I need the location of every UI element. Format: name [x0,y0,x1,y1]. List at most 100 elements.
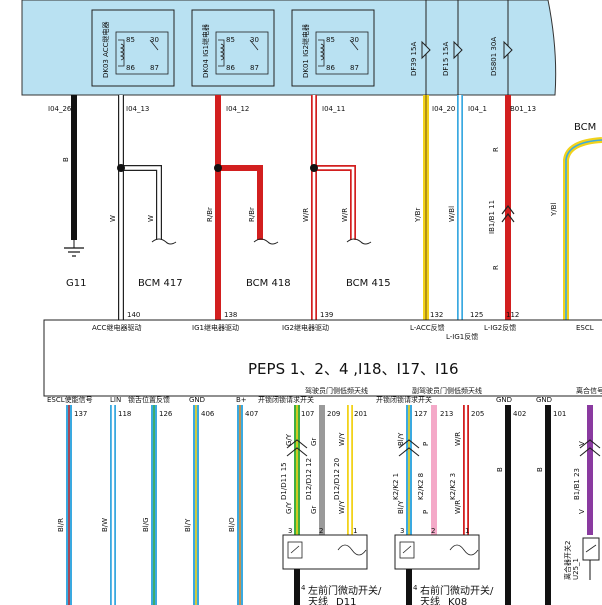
switch-pin: 4 [413,584,418,592]
pin-number: 402 [513,410,526,418]
wire-label: G/Y [285,501,293,514]
wire-code: K2/K2 8 [417,473,425,500]
wire-label: R/Br [206,207,214,222]
relay-pin: 86 [326,64,335,72]
right-door-switch: 3 2 1 4 右前门微动开关/ 天线 K08 [394,527,494,605]
bcm-label: BCM 418 [246,278,291,289]
wire-label: Bl/Y [397,500,405,514]
pin-number: 407 [245,410,258,418]
switch-label: 左前门微动开关/ [308,584,382,597]
switch-label: 天线 [420,595,440,605]
top-connector-labels: I04_26 I04_13 I04_12 I04_11 I04_20 I04_1… [48,105,536,113]
pin-label: 离合信号 [576,386,602,395]
wire-label: Bl/R [57,518,65,532]
pin-label: GND [536,396,552,404]
switch-pin: 4 [301,584,306,592]
wire-label: V [578,509,586,514]
pin-label: 开锁闭锁请求开关 [376,395,432,404]
wire-code: K2/K2 1 [392,473,400,500]
switch-pin: 1 [353,527,357,535]
wire-label: Bl/Y [397,432,405,446]
wire-label: P [422,510,430,514]
pin-number: 101 [553,410,566,418]
pin-number: 205 [471,410,484,418]
relay-pin: 30 [250,36,259,44]
pin-label: IG1继电器驱动 [192,323,239,332]
wire-label: B [496,467,504,472]
pin-label: ESCL使能信号 [47,395,93,404]
wire-label: Gr [310,438,318,446]
fuse-label: DF39 15A [410,42,418,76]
wire-label: W [109,215,117,222]
bcm-label: BCM [574,122,596,133]
pin-number: 138 [224,311,237,319]
pin-label: L-IG1反馈 [446,332,478,341]
pin-label: ACC继电器驱动 [92,323,141,332]
wire-label: W/R [454,500,462,514]
relay-label: DK01 IG2继电器 [301,24,310,78]
wire-code: B1/B1 23 [573,468,581,500]
wire-label: Bl/Y [184,518,192,532]
connector-label: I04_11 [322,105,345,113]
wire-code: D12/D12 20 [333,458,341,500]
switch-label: 天线 [308,595,328,605]
pin-number: 140 [127,311,140,319]
relay-ig1: DK04 IG1继电器 85 30 86 87 [191,9,275,87]
switch-code: U25_1 [572,558,580,580]
top-wires [64,95,602,320]
peps-bottom-labels: ESCL使能信号 LIN 锁舌位置反馈 GND B+ 开锁闭锁请求开关 驾驶员门… [47,386,602,404]
relay-ig2: DK01 IG2继电器 85 30 86 87 [291,9,375,87]
connector-label: I04_13 [126,105,149,113]
pin-number: 213 [440,410,453,418]
relay-pin: 87 [150,64,159,72]
connector-label: I04_12 [226,105,249,113]
connector-label: I04_20 [432,105,455,113]
wire-label: R/Br [248,207,256,222]
relay-pin: 87 [350,64,359,72]
wire-label: W/R [454,432,462,446]
switch-pin: 3 [400,527,404,535]
switch-code: D11 [336,597,356,605]
connector-label: I04_26 [48,105,72,113]
switch-label: 右前门微动开关/ [420,584,494,597]
relay-pin: 86 [226,64,235,72]
wire-label: Bl/G [142,517,150,532]
pin-label: GND [496,396,512,404]
switch-pin: 2 [319,527,323,535]
connector-label: B01_13 [510,105,536,113]
peps-module [43,319,602,397]
pin-number: 137 [74,410,87,418]
wire-label: W/R [341,208,349,222]
pin-label: 驾驶员门侧低频天线 [305,386,368,395]
connector-label: I04_1 [468,105,487,113]
wire-label: W/Y [338,432,346,446]
wire-label: Y/Bl [550,203,558,217]
pin-number: 126 [159,410,173,418]
relay-pin: 85 [126,36,135,44]
wire-label: W/Bl [448,206,456,222]
fuses: DF39 15A DF15 15A DS801 30A [410,0,513,95]
pin-label: ESCL [576,324,594,332]
pin-label: B+ [236,396,247,404]
bcm-label: BCM 415 [346,278,391,289]
relay-acc: DK03 ACC继电器 85 30 86 87 [91,9,175,87]
wire-label: B/W [101,518,109,532]
left-door-switch: 3 2 1 4 左前门微动开关/ 天线 D11 [282,527,382,605]
wire-label: G/Y [285,433,293,446]
pin-label: L-IG2反馈 [484,323,516,332]
pin-number: 209 [327,410,340,418]
bcm-label: BCM 417 [138,278,183,289]
peps-bottom-pins: 137 118 126 406 407 107 209 201 127 213 … [74,410,566,418]
pin-label: IG2继电器驱动 [282,323,329,332]
bottom-wires [66,405,601,605]
top-wire-labels: B W W R/Br R/Br W/R W/R Y/Br W/Bl R IB1/… [62,147,558,270]
relay-pin: 87 [250,64,259,72]
fuse-label: DF15 15A [442,42,450,76]
relay-pin: 30 [150,36,159,44]
relay-pin: 85 [226,36,235,44]
wire-label: W [147,215,155,222]
switch-pin: 2 [431,527,435,535]
peps-title: PEPS 1、2、4 ,I18、I17、I16 [248,360,459,378]
wire-label: Bl/O [228,517,236,532]
